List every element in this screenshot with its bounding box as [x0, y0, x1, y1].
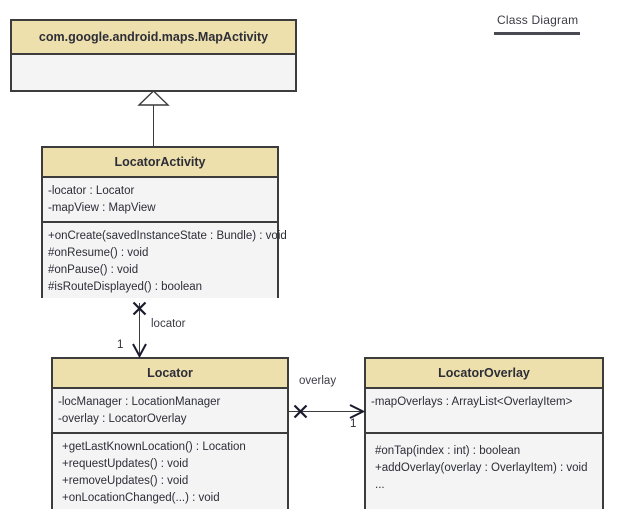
open-arrowhead-right-icon [349, 403, 366, 420]
operation-row: #isRouteDisplayed() : boolean [48, 281, 203, 293]
association-multiplicity-locator: 1 [117, 339, 124, 351]
association-line-overlay [289, 411, 364, 412]
operation-row: #onTap(index : int) : boolean [375, 445, 521, 457]
attribute-row: -locator : Locator [48, 185, 135, 197]
operation-row: +onCreate(savedInstanceState : Bundle) :… [48, 230, 287, 242]
class-name-map-activity: com.google.android.maps.MapActivity [12, 21, 295, 55]
operation-row: +requestUpdates() : void [62, 458, 189, 470]
class-box-locator-activity[interactable]: LocatorActivity -locator : Locator -mapV… [41, 146, 287, 298]
class-name-locator: Locator [53, 359, 287, 389]
attribute-row: -overlay : LocatorOverlay [58, 413, 187, 425]
class-box-map-activity[interactable]: com.google.android.maps.MapActivity [10, 19, 297, 92]
class-attributes-locator-activity: -locator : Locator -mapView : MapView [43, 178, 277, 221]
non-navigable-cross-icon [292, 403, 309, 420]
operation-row: +addOverlay(overlay : OverlayItem) : voi… [375, 462, 588, 474]
operation-row: +onLocationChanged(...) : void [62, 492, 220, 504]
attribute-row: -locManager : LocationManager [58, 396, 221, 408]
operation-row: +getLastKnownLocation() : Location [62, 441, 246, 453]
diagram-title: Class Diagram [497, 13, 579, 27]
attribute-row: -mapOverlays : ArrayList<OverlayItem> [371, 396, 573, 408]
open-arrowhead-down-icon [131, 343, 148, 359]
non-navigable-cross-icon [131, 300, 148, 317]
class-attributes-locator-overlay: -mapOverlays : ArrayList<OverlayItem> [366, 389, 602, 432]
association-line-locator [139, 303, 140, 357]
generalization-line [153, 104, 154, 146]
class-operations-locator-overlay: #onTap(index : int) : boolean +addOverla… [366, 432, 602, 509]
operation-row: #onResume() : void [48, 247, 149, 259]
class-name-locator-activity: LocatorActivity [43, 148, 277, 178]
class-operations-locator: +getLastKnownLocation() : Location +requ… [53, 432, 287, 509]
class-box-locator[interactable]: Locator -locManager : LocationManager -o… [51, 357, 289, 509]
diagram-title-underline [494, 32, 580, 35]
class-operations-locator-activity: +onCreate(savedInstanceState : Bundle) :… [43, 221, 287, 298]
operation-row: #onPause() : void [48, 264, 139, 276]
operation-row: ... [375, 479, 385, 491]
class-name-locator-overlay: LocatorOverlay [366, 359, 602, 389]
class-attributes-locator: -locManager : LocationManager -overlay :… [53, 389, 287, 432]
association-role-label-locator: locator [151, 318, 186, 330]
operation-row: +removeUpdates() : void [62, 475, 189, 487]
generalization-triangle-icon [137, 90, 170, 106]
class-attributes-map-activity [12, 55, 295, 90]
attribute-row: -mapView : MapView [48, 202, 156, 214]
class-box-locator-overlay[interactable]: LocatorOverlay -mapOverlays : ArrayList<… [364, 357, 604, 509]
association-role-label-overlay: overlay [299, 375, 337, 387]
association-multiplicity-overlay: 1 [350, 418, 357, 430]
